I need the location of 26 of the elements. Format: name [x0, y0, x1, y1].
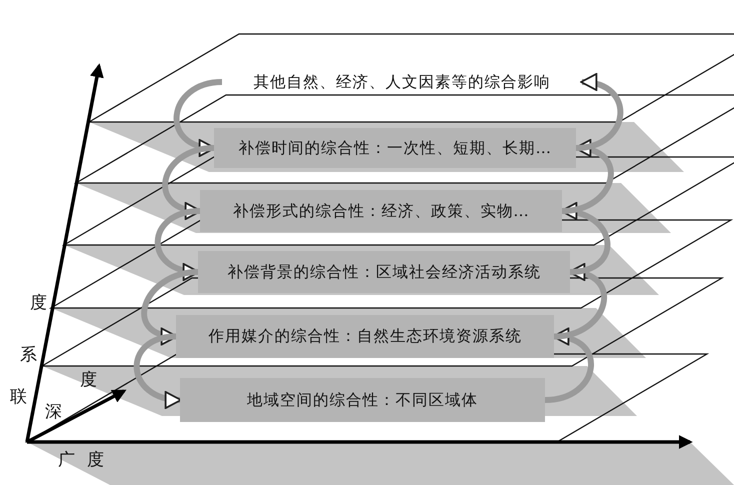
band-label: 补偿背景的综合性：区域社会经济活动系统 [227, 262, 541, 282]
axis-label: 度 [30, 292, 47, 314]
layer-band [180, 378, 545, 422]
curved-arrow [576, 74, 624, 151]
curved-arrow [154, 208, 200, 280]
axis-label: 联 [10, 386, 27, 408]
band-label: 补偿形式的综合性：经济、政策、实物… [232, 200, 530, 222]
axis-label: 度 [80, 369, 97, 391]
curved-arrow [162, 145, 214, 219]
curved-arrow [134, 334, 182, 408]
band-label: 地域空间的综合性：不同区域体 [247, 390, 478, 410]
curved-arrow [141, 269, 198, 344]
curved-arrow [562, 140, 614, 214]
layer-band [200, 190, 562, 232]
curved-arrow [554, 264, 608, 340]
curved-arrow [544, 328, 594, 403]
layer-band [198, 251, 570, 293]
band-label: 补偿时间的综合性：一次性、短期、长期… [238, 138, 552, 158]
band-label: 作用媒介的综合性：自然生态环境资源系统 [208, 326, 522, 347]
axis-label: 广度 [58, 449, 116, 471]
axis-label: 系 [20, 344, 37, 366]
axis-label: 深 [45, 401, 62, 423]
curved-arrow [174, 79, 222, 156]
band-label: 其他自然、经济、人文因素等的综合影响 [254, 72, 550, 92]
layer-band [214, 128, 576, 168]
layer-band [176, 315, 554, 358]
